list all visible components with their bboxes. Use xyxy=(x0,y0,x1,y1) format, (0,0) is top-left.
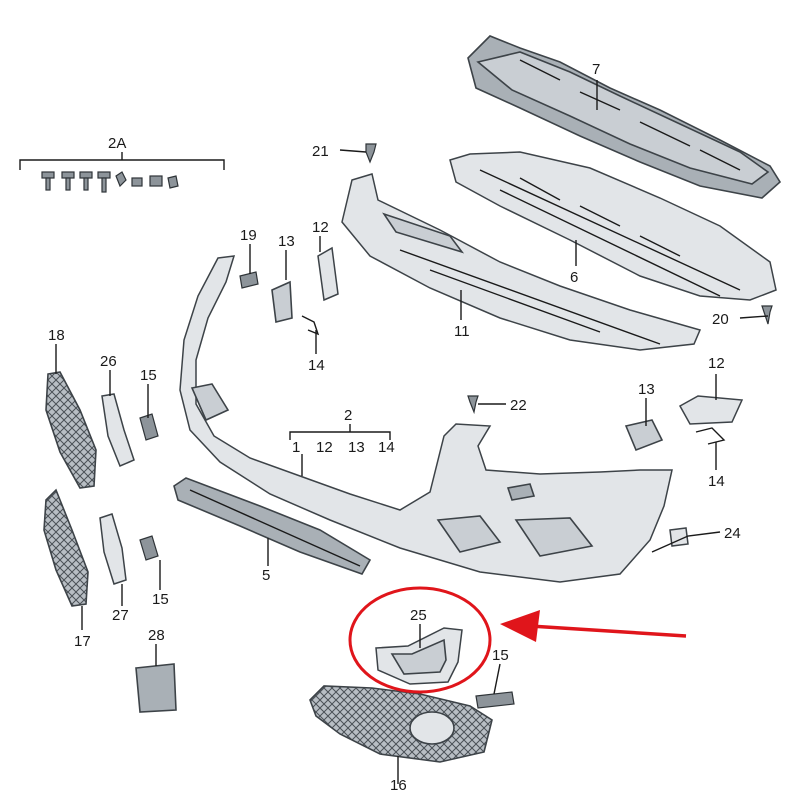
clip-part-14-right[interactable] xyxy=(695,427,726,445)
label-24: 24 xyxy=(724,525,741,542)
clip-part-15-bottom[interactable] xyxy=(475,691,515,709)
clip-part-14-left[interactable] xyxy=(301,315,320,336)
label-2-sub-14: 14 xyxy=(378,439,395,456)
bracket-part-12-right[interactable] xyxy=(678,395,744,425)
label-22: 22 xyxy=(510,397,527,414)
label-2-sub-13: 13 xyxy=(348,439,365,456)
callout-labels: 7 6 11 2A 21 19 13 12 14 20 22 13 12 14 … xyxy=(48,61,741,794)
label-14-left: 14 xyxy=(308,357,325,374)
cap-part-28[interactable] xyxy=(135,663,177,713)
label-25: 25 xyxy=(410,607,427,624)
label-15-left-bottom: 15 xyxy=(152,591,169,608)
fasteners-part-2A[interactable] xyxy=(19,152,225,193)
label-18: 18 xyxy=(48,327,65,344)
highlight-arrow xyxy=(500,610,687,642)
trim-part-25[interactable] xyxy=(375,627,463,685)
label-27: 27 xyxy=(112,607,129,624)
label-12-left: 12 xyxy=(312,219,329,236)
label-7: 7 xyxy=(592,61,600,78)
bracket-part-13-left[interactable] xyxy=(271,280,293,323)
label-6: 6 xyxy=(570,269,578,286)
label-20: 20 xyxy=(712,311,729,328)
bolt-part-20[interactable] xyxy=(761,305,773,325)
label-28: 28 xyxy=(148,627,165,644)
grille-part-18[interactable] xyxy=(45,371,97,489)
bumper-cover-part-1[interactable] xyxy=(179,255,673,583)
bracket-part-13-right[interactable] xyxy=(624,419,664,452)
highlight-circle xyxy=(348,586,492,694)
clip-part-15-left-bottom[interactable] xyxy=(139,535,159,561)
label-15-bottom: 15 xyxy=(492,647,509,664)
label-16: 16 xyxy=(390,777,407,794)
label-17: 17 xyxy=(74,633,91,650)
label-12-right: 12 xyxy=(708,355,725,372)
label-2A: 2A xyxy=(108,135,126,152)
bracket-part-12-left[interactable] xyxy=(317,246,339,302)
bolt-part-22[interactable] xyxy=(467,395,479,415)
bracket-part-26[interactable] xyxy=(101,393,135,467)
leader-lines xyxy=(55,80,769,784)
label-2-sub-12: 12 xyxy=(316,439,333,456)
label-5: 5 xyxy=(262,567,270,584)
label-15-left-top: 15 xyxy=(140,367,157,384)
reinforcement-part-7[interactable] xyxy=(467,35,782,199)
bolt-part-21[interactable] xyxy=(365,143,377,164)
air-guide-part-11[interactable] xyxy=(341,173,702,351)
grille-part-17[interactable] xyxy=(43,488,89,607)
undertray-part-6[interactable] xyxy=(449,151,777,301)
label-13-left: 13 xyxy=(278,233,295,250)
label-2-sub-1: 1 xyxy=(292,439,300,456)
clip-part-19[interactable] xyxy=(239,271,259,289)
fog-grille-part-16[interactable] xyxy=(309,685,493,763)
label-13-right: 13 xyxy=(638,381,655,398)
clip-part-15-left-top[interactable] xyxy=(139,413,159,441)
label-21: 21 xyxy=(312,143,329,160)
label-19: 19 xyxy=(240,227,257,244)
trim-strip-part-5[interactable] xyxy=(173,477,372,575)
bracket-part-27[interactable] xyxy=(99,513,127,585)
label-26: 26 xyxy=(100,353,117,370)
label-14-right: 14 xyxy=(708,473,725,490)
label-11: 11 xyxy=(454,323,470,340)
label-2: 2 xyxy=(344,407,352,424)
